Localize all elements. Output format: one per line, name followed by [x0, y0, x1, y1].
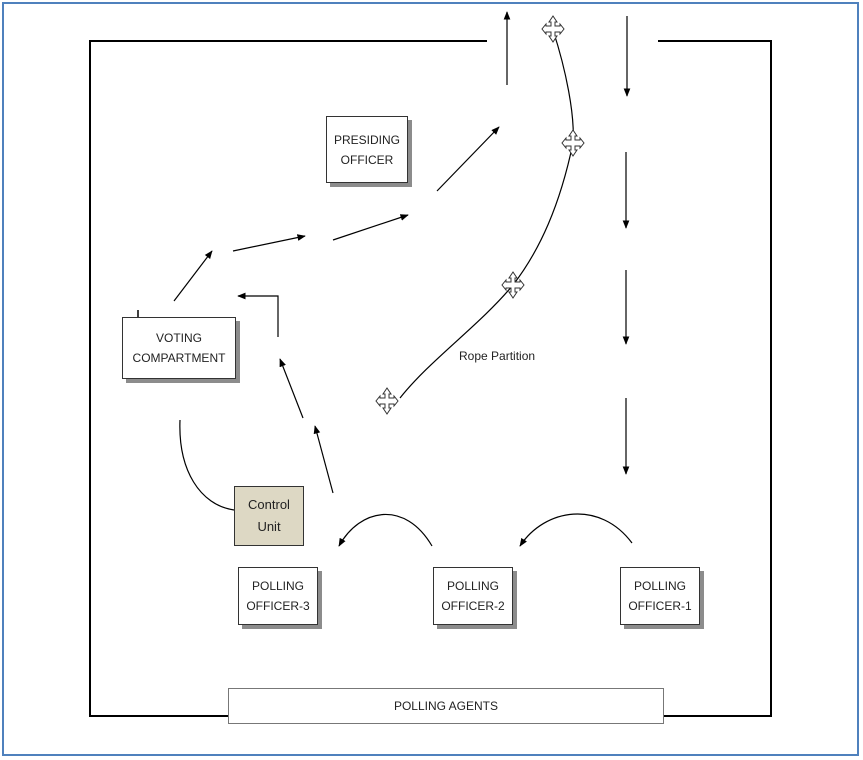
- control-unit-label-line2: Unit: [257, 519, 281, 534]
- presiding-officer-box: PRESIDING OFFICER: [326, 116, 408, 183]
- voting-compartment-box: VOTING COMPARTMENT: [122, 317, 236, 379]
- polling-officer-2-label-line2: OFFICER-2: [441, 599, 505, 613]
- rope-partition: [375, 15, 585, 415]
- polling-officer-1-label-line2: OFFICER-1: [628, 599, 692, 613]
- control-unit-box: Control Unit: [234, 486, 304, 546]
- polling-officer-1-box: POLLING OFFICER-1: [620, 567, 700, 625]
- rope-partition-label: Rope Partition: [459, 349, 536, 363]
- polling-officer-3-label-line2: OFFICER-3: [246, 599, 310, 613]
- polling-agents-label: POLLING AGENTS: [393, 699, 499, 713]
- control-cable: [179, 419, 235, 511]
- voting-compartment-label-line2: COMPARTMENT: [132, 351, 226, 365]
- polling-officer-2-box: POLLING OFFICER-2: [433, 567, 513, 625]
- voting-compartment-label-line1: VOTING: [155, 331, 202, 345]
- rope-post-icon: [561, 129, 585, 157]
- officer-transfer-arrows: [338, 513, 633, 547]
- presiding-officer-label-line2: OFFICER: [340, 152, 394, 167]
- polling-officer-1-label-line1: POLLING: [633, 579, 687, 593]
- polling-officer-3-box: POLLING OFFICER-3: [238, 567, 318, 625]
- polling-officer-3-label-line1: POLLING: [251, 579, 305, 593]
- control-unit-label-line1: Control: [248, 497, 290, 512]
- presiding-officer-label-line1: PRESIDING: [333, 132, 400, 147]
- polling-officer-2-label-line1: POLLING: [446, 579, 500, 593]
- rope-post-icon: [375, 387, 399, 415]
- polling-agents-box: POLLING AGENTS: [228, 688, 664, 724]
- rope-post-icon: [541, 15, 565, 43]
- voter-path-arrows: [173, 126, 500, 494]
